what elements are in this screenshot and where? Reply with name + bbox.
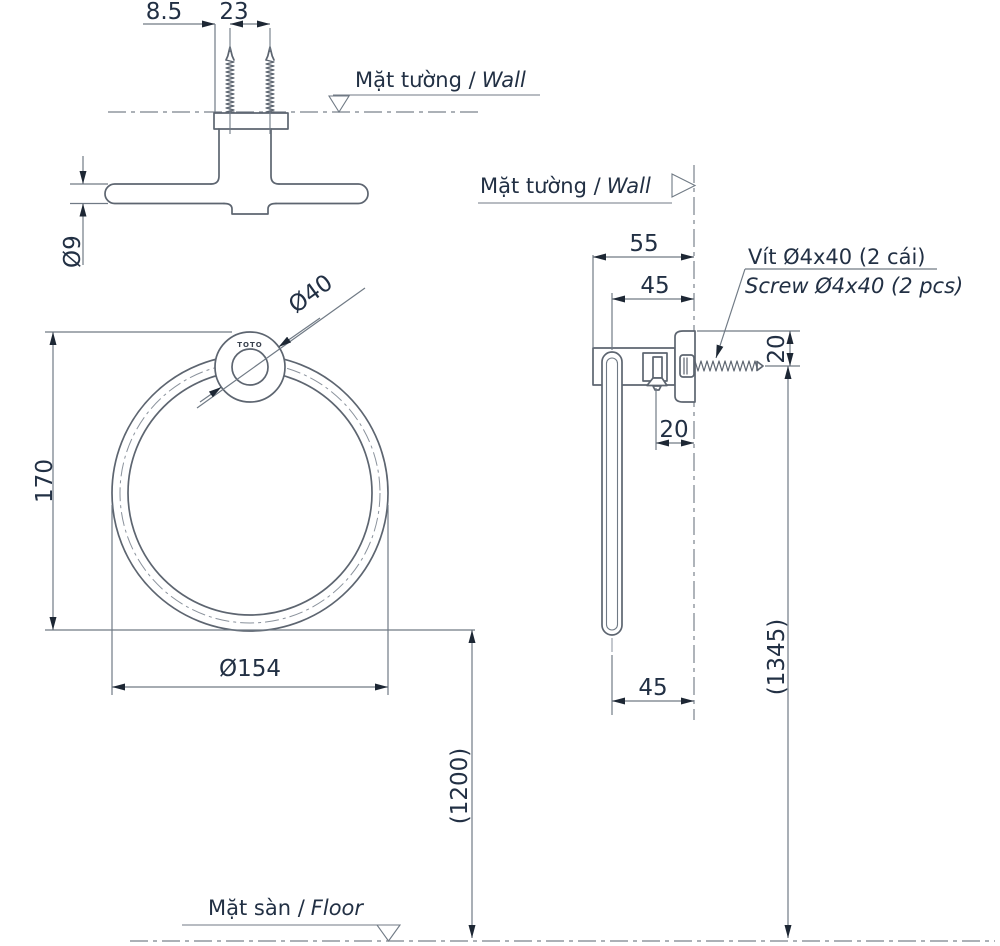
post-front-tip <box>223 202 277 215</box>
ring-side-profile <box>601 351 623 636</box>
towel-bar-right <box>275 183 369 205</box>
brand-logo: TOTO <box>237 341 262 349</box>
set-screw-flare <box>646 377 668 387</box>
screw-callout-en: Screw Ø4x40 (2 pcs) <box>745 274 963 298</box>
post-right-edge <box>270 128 280 185</box>
screw-right <box>265 46 275 113</box>
floor-label: Mặt sàn /Floor <box>208 896 364 920</box>
dim-ring-outer-diameter: Ø154 <box>111 505 389 695</box>
screw-callout: Vít Ø4x40 (2 cái) Screw Ø4x40 (2 pcs) <box>715 245 963 359</box>
dim-ring-outer-diameter-text: Ø154 <box>219 656 281 682</box>
dim-screw-offsets: 8.5 23 <box>143 0 270 112</box>
towel-bar-left <box>104 183 225 205</box>
front-view: TOTO Ø40 170 Ø154 (1200) Mặt sàn <box>32 270 995 942</box>
wall-level-symbol-top <box>328 95 350 114</box>
dim-ring-center-bottom: 45 <box>611 655 694 715</box>
dim-mount-height-text: (1200) <box>447 748 473 824</box>
wall-label-top: Mặt tường /Wall <box>355 68 526 92</box>
dim-screw-height-text: (1345) <box>764 619 790 695</box>
ring-side-inner-contour <box>605 357 619 631</box>
set-screw <box>652 356 663 379</box>
dim-depth-total: 55 <box>592 231 694 348</box>
callout-leader <box>715 268 746 359</box>
side-view: Mặt tường /Wall Vít Ø4x40 (2 cái) Screw … <box>478 165 963 938</box>
dim-setscrew-to-wall: 20 <box>655 388 694 450</box>
dim-boss-diameter-text: Ø40 <box>284 270 338 319</box>
dim-setscrew-to-wall-text: 20 <box>659 417 688 443</box>
dim-ring-center-bottom-text: 45 <box>638 675 667 701</box>
dim-ring-center-top: 45 <box>611 273 694 350</box>
post-left-edge <box>210 128 220 185</box>
dim-bar-diameter: Ø9 <box>60 156 108 268</box>
set-screw-tip <box>652 385 662 391</box>
dim-ring-height-text: 170 <box>32 459 58 503</box>
dim-bar-diameter-text: Ø9 <box>60 235 86 268</box>
dim-screw-center-offset: 20 <box>697 330 800 367</box>
dim-screw-edge-offset: 8.5 <box>146 0 183 25</box>
dim-screw-height: (1345) <box>764 366 792 938</box>
screw-left <box>225 46 235 113</box>
floor-level-symbol <box>375 924 402 942</box>
ring-inner-circle <box>127 370 373 616</box>
dim-ring-center-top-text: 45 <box>640 273 669 299</box>
screw-callout-vi: Vít Ø4x40 (2 cái) <box>748 245 926 269</box>
dim-ring-height: 170 <box>32 331 475 631</box>
dim-mount-height: (1200) <box>447 630 476 938</box>
wall-screw <box>679 354 764 378</box>
dim-depth-total-text: 55 <box>629 231 658 257</box>
dim-screw-center-offset-text: 20 <box>764 334 790 363</box>
top-view: Mặt tường /Wall 8.5 23 Ø <box>60 0 540 268</box>
dim-screw-spacing: 23 <box>219 0 248 25</box>
mounting-plate <box>213 112 289 130</box>
wall-label-side: Mặt tường /Wall <box>480 174 651 198</box>
wall-level-symbol-side <box>671 173 697 198</box>
